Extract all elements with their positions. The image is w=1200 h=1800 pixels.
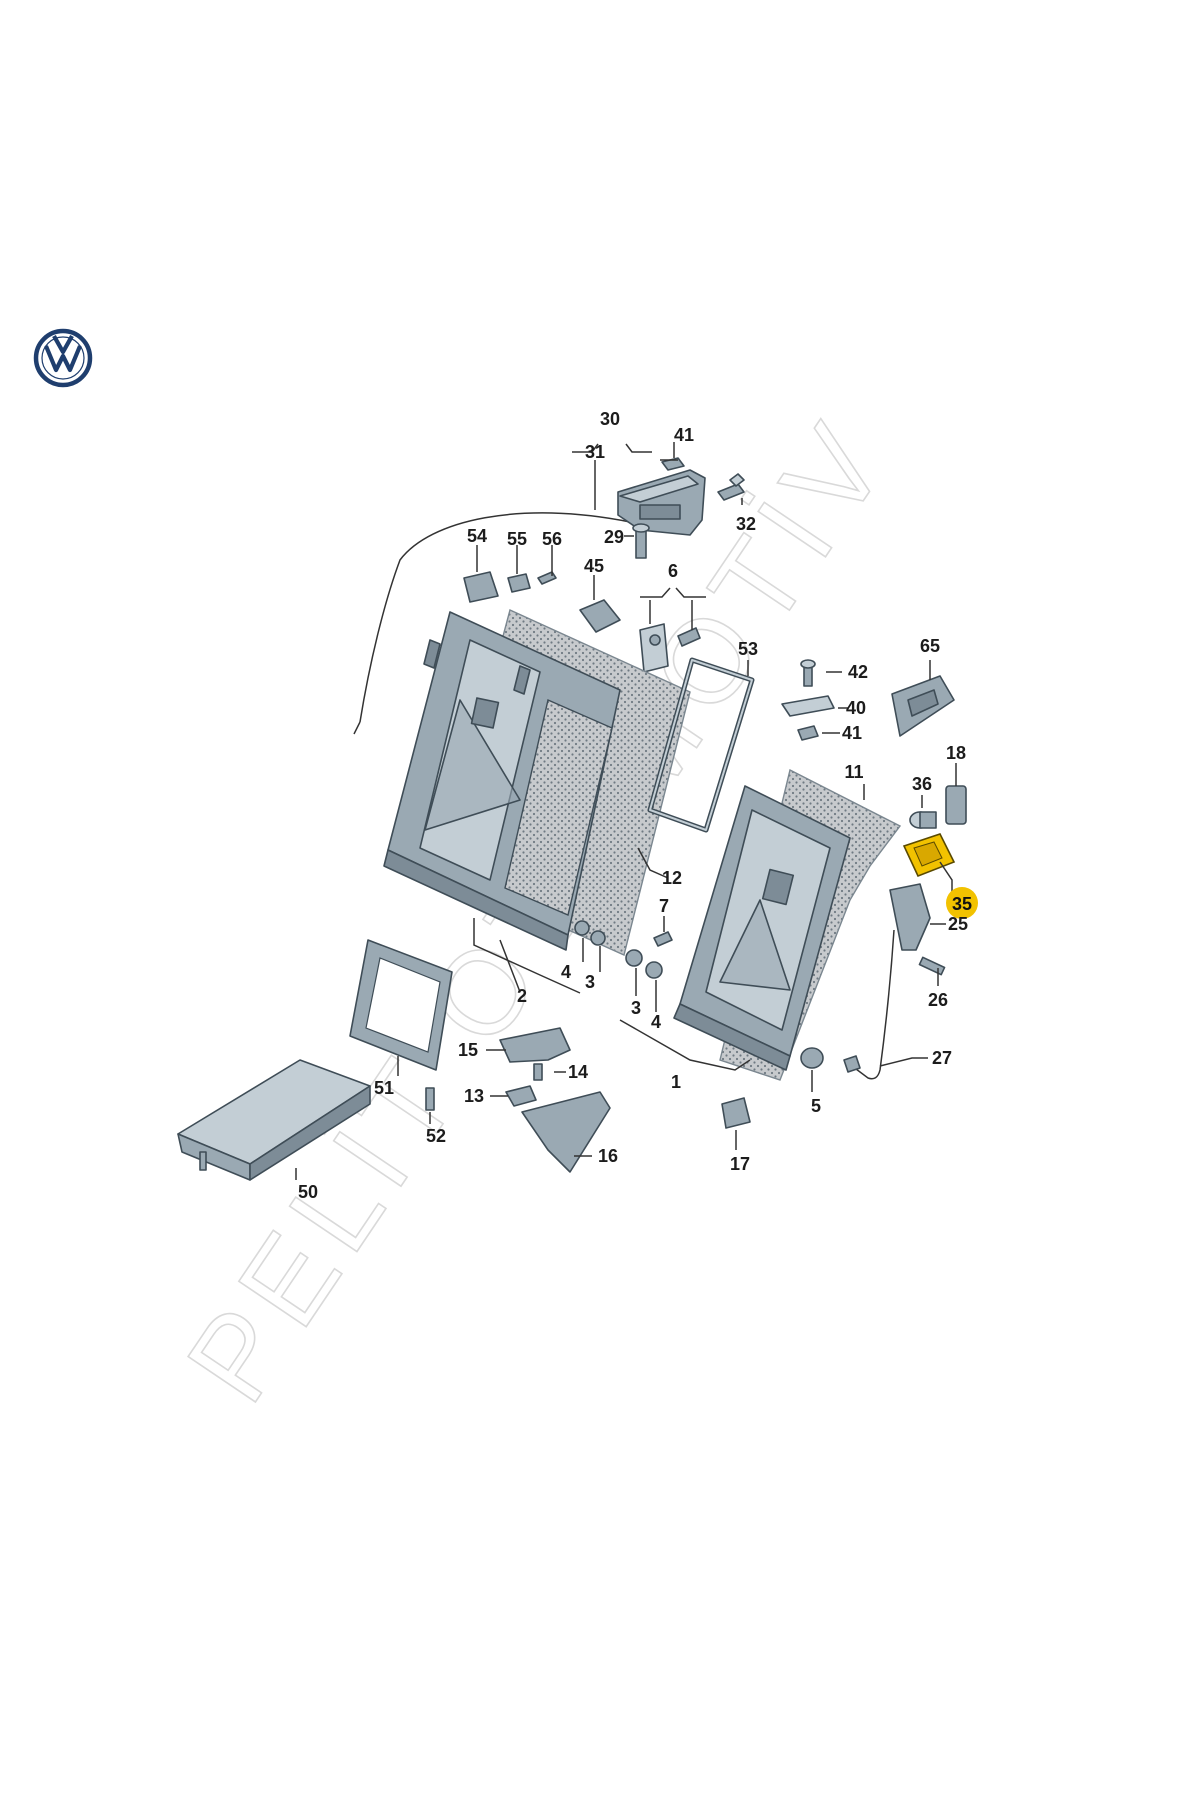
bracket-16: [521, 1091, 611, 1173]
callout-4-left: 4: [561, 962, 571, 982]
screw-14: [533, 1063, 543, 1081]
callout-50: 50: [298, 1182, 318, 1202]
callout-2: 2: [517, 986, 527, 1006]
leader-lines: [295, 442, 957, 1180]
callout-36: 36: [912, 774, 932, 794]
nut-4-right: [645, 961, 663, 979]
seal-53: [647, 657, 755, 833]
callout-30: 30: [600, 409, 620, 429]
callout-25: 25: [948, 914, 968, 934]
callout-45: 45: [584, 556, 604, 576]
callout-53: 53: [738, 639, 758, 659]
callout-5: 5: [811, 1096, 821, 1116]
callout-1: 1: [671, 1072, 681, 1092]
nut-4-left: [574, 920, 590, 936]
cable-27: [843, 929, 895, 1080]
callout-13: 13: [464, 1086, 484, 1106]
clip-41: [797, 725, 819, 741]
callout-40: 40: [846, 698, 866, 718]
bolt-32: [717, 473, 745, 501]
callout-42: 42: [848, 662, 868, 682]
callout-52: 52: [426, 1126, 446, 1146]
armrest-50: [177, 1059, 371, 1181]
callout-14: 14: [568, 1062, 588, 1082]
callout-12: 12: [662, 868, 682, 888]
callout-4-right: 4: [651, 1012, 661, 1032]
callout-32: 32: [736, 514, 756, 534]
clip-13: [505, 1085, 537, 1107]
screw-26: [918, 956, 946, 976]
callout-55: 55: [507, 529, 527, 549]
nut-3-right: [625, 949, 643, 967]
cover-17: [721, 1097, 751, 1129]
callout-41: 41: [674, 425, 694, 445]
backrest-frame-left: [383, 611, 621, 951]
lever-25: [889, 883, 931, 951]
handle-65: [891, 675, 955, 737]
screw-56: [537, 571, 557, 585]
clip-55: [507, 573, 531, 593]
callout-41-right: 41: [842, 723, 862, 743]
bushing-5: [800, 1047, 824, 1069]
nut-3-left: [590, 930, 606, 946]
guide-40: [781, 695, 835, 717]
callout-3-right: 3: [631, 998, 641, 1018]
backrest-frame-right: [673, 785, 851, 1071]
bolt-29: [632, 523, 650, 559]
callout-27: 27: [932, 1048, 952, 1068]
callout-35: 35: [952, 894, 972, 914]
cover-45: [579, 599, 621, 633]
release-button-35: [902, 833, 956, 878]
callout-3-left: 3: [585, 972, 595, 992]
callout-26: 26: [928, 990, 948, 1010]
callout-16: 16: [598, 1146, 618, 1166]
callout-31: 31: [585, 442, 605, 462]
callout-29: 29: [604, 527, 624, 547]
lock-assembly: [617, 469, 706, 536]
callout-65: 65: [920, 636, 940, 656]
callout-56: 56: [542, 529, 562, 549]
callout-7: 7: [659, 896, 669, 916]
highlight-35-marker: [946, 887, 978, 919]
callout-18: 18: [946, 743, 966, 763]
trim-15: [499, 1027, 571, 1063]
screw-52: [425, 1087, 435, 1111]
pin-36: [909, 811, 937, 829]
plate-6: [639, 623, 701, 673]
armrest-frame-51: [349, 939, 453, 1071]
callout-17: 17: [730, 1154, 750, 1174]
cap-18: [945, 785, 967, 825]
screw-7: [653, 931, 673, 947]
callout-54: 54: [467, 526, 487, 546]
screw-42: [800, 659, 816, 687]
callout-labels: 30 41 31 32 29 54 55 56 45 6 53 42 40 41…: [298, 409, 972, 1202]
callout-6: 6: [668, 561, 678, 581]
callout-51: 51: [374, 1078, 394, 1098]
callout-11: 11: [844, 762, 863, 782]
callout-15: 15: [458, 1040, 478, 1060]
bracket-54: [463, 571, 499, 603]
vw-logo-icon: [33, 328, 93, 388]
